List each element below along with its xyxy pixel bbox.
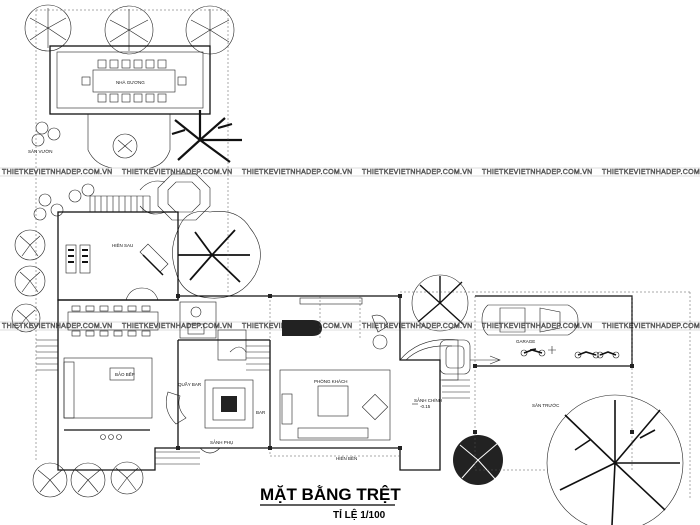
watermark-band-top: THIETKEVIETNHADEP.COM.VN THIETKEVIETNHAD… <box>0 167 700 177</box>
bottom-tree-2 <box>70 462 106 498</box>
watermark-4: THIETKEVIETNHADEP.COM.VN <box>362 169 473 176</box>
room-label-san-truoc: SÂN TRƯỚC <box>532 402 560 408</box>
room-label-bao-bep: BẢO BẾP <box>115 371 135 377</box>
room-label-nha-guong: NHÀ GƯƠNG <box>116 79 145 85</box>
room-label-quay-bar: QUẦY BAR <box>178 381 202 387</box>
drawing-scale: TỈ LỆ 1/100 <box>333 508 386 521</box>
top-tree-left <box>24 4 72 52</box>
room-label-san-vuon: SÂN VƯỜN <box>28 148 52 154</box>
bottom-tree-3 <box>110 461 144 495</box>
greenhouse: NHÀ GƯƠNG <box>49 45 211 115</box>
watermark-band-middle: THIETKEVIETNHADEP.COM.VN THIETKEVIETNHAD… <box>0 321 700 331</box>
motorbike-1 <box>520 348 546 357</box>
room-label-hien-ben: HIÊN BÊN <box>336 454 357 461</box>
large-tree-front-yard <box>546 394 684 525</box>
room-label-bar: BAR <box>256 410 266 415</box>
branch-tree-garden <box>171 110 242 163</box>
garage: GARAGE SÂN TRƯỚC <box>470 295 634 471</box>
level-mark: -0.15 <box>420 404 431 409</box>
top-tree-middle <box>104 5 154 55</box>
watermark-7: THIETKEVIETNHADEP.COM.VN <box>2 323 113 330</box>
room-label-phong-khach: PHÒNG KHÁCH <box>314 378 348 384</box>
garden-tree-left-2 <box>14 265 46 297</box>
back-porch: HIÊN SAU <box>57 195 179 301</box>
room-label-garage: GARAGE <box>516 339 535 344</box>
watermark-5: THIETKEVIETNHADEP.COM.VN <box>482 169 593 176</box>
motorbike-3 <box>596 351 620 359</box>
tree-entrance-right <box>411 274 469 332</box>
motorbike-2 <box>574 351 600 359</box>
room-label-hien-sau: HIÊN SAU <box>112 241 133 248</box>
watermark-10: THIETKEVIETNHADEP.COM.VN <box>362 323 473 330</box>
watermark-2: THIETKEVIETNHADEP.COM.VN <box>122 169 233 176</box>
room-label-sanh-chinh: SẢNH CHÍNH <box>414 397 442 403</box>
room-label-sanh-phu: SẢNH PHỤ <box>210 439 233 445</box>
watermark-3: THIETKEVIETNHADEP.COM.VN <box>242 169 353 176</box>
drawing-title: MẶT BẰNG TRỆT <box>260 485 401 504</box>
garden-path: SÂN VƯỜN <box>28 114 171 169</box>
property-boundaries <box>35 9 691 500</box>
garden-tree-left-1 <box>14 229 46 261</box>
watermark-11: THIETKEVIETNHADEP.COM.VN <box>482 323 593 330</box>
garden-shrubs <box>31 121 95 221</box>
large-tree-center <box>172 211 261 299</box>
watermark-8: THIETKEVIETNHADEP.COM.VN <box>122 323 233 330</box>
watermark-6: THIETKEVIETNHADEP.COM.VN <box>602 169 700 176</box>
tree-front-dark <box>453 435 503 485</box>
main-house: BẢO BẾP QUẦY BAR BAR SẢNH PHỤ <box>36 294 441 471</box>
drawing-title-block: MẶT BẰNG TRỆT TỈ LỆ 1/100 <box>260 485 401 521</box>
watermark-1: THIETKEVIETNHADEP.COM.VN <box>2 169 113 176</box>
main-entrance: SẢNH CHÍNH -0.15 <box>399 339 471 409</box>
gazebo <box>139 173 211 221</box>
garden-tree-left-3 <box>11 303 41 333</box>
watermark-12: THIETKEVIETNHADEP.COM.VN <box>602 323 700 330</box>
bottom-tree-1 <box>32 462 68 498</box>
